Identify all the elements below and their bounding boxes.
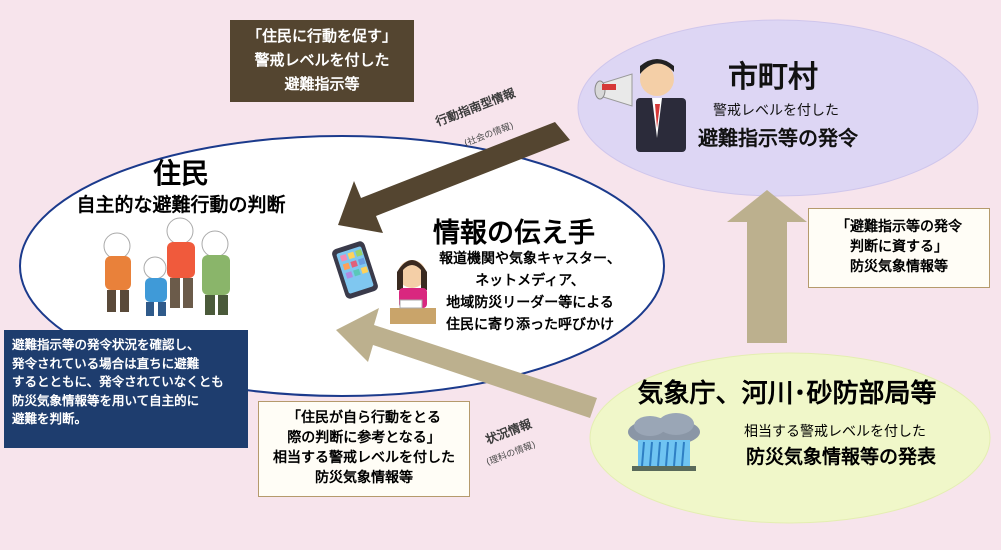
- dark-arrow: [338, 122, 570, 233]
- box-top-line-2: 警戒レベルを付した: [254, 51, 390, 69]
- box-bottom-line-2: 際の判断に参考となる」: [287, 430, 441, 446]
- box-blue-line-1: 避難指示等の発令状況を確認し、: [12, 337, 200, 352]
- box-top-line-3: 避難指示等: [284, 75, 360, 93]
- residents-title: 住民: [152, 157, 209, 190]
- residents-subtitle: 自主的な避難行動の判断: [76, 194, 286, 216]
- smartphone-icon: [332, 241, 378, 299]
- box-bottom-line-4: 防災気象情報等: [315, 470, 413, 486]
- conveyor-line-3: 地域防災リーダー等による: [446, 295, 614, 311]
- conveyor-line-4: 住民に寄り添った呼びかけ: [446, 317, 614, 333]
- light-arrow-lower: [336, 308, 597, 418]
- box-blue-line-2: 発令されている場合は直ちに避難: [12, 355, 200, 371]
- box-blue-line-5: 避難を判断。: [12, 411, 88, 427]
- box-right-line-2: 判断に資する」: [850, 239, 948, 255]
- conveyor-body: 報道機関や気象キャスター、 ネットメディア、 地域防災リーダー等による 住民に寄…: [402, 248, 658, 336]
- box-right-weather-info: 「避難指示等の発令 判断に資する」 防災気象情報等: [808, 208, 990, 288]
- box-blue-line-3: するとともに、発令されていなくとも: [12, 374, 224, 390]
- box-blue-line-4: 防災気象情報等を用いて自主的に: [12, 392, 200, 408]
- announcer-icon: [390, 260, 436, 324]
- box-bottom-line-1: 「住民が自ら行動をとる: [287, 410, 441, 426]
- conveyor-line-2: ネットメディア、: [475, 273, 585, 289]
- jma-title: 気象庁、河川･砂防部局等: [637, 379, 937, 409]
- box-bottom-line-3: 相当する警戒レベルを付した: [273, 450, 455, 466]
- conveyor-line-1: 報道機関や気象キャスター、: [439, 251, 621, 267]
- jma-subtitle: 相当する警戒レベルを付した: [744, 424, 926, 440]
- box-right-line-3: 防災気象情報等: [850, 259, 948, 275]
- box-top-evacuation-order: 「住民に行動を促す」 警戒レベルを付した 避難指示等: [230, 20, 414, 102]
- municipality-main: 避難指示等の発令: [698, 126, 858, 150]
- jma-ellipse: [589, 352, 991, 524]
- residents-group-icon: [103, 217, 230, 316]
- light-arrow-upward: [727, 190, 807, 343]
- box-blue-resident-action: 避難指示等の発令状況を確認し、 発令されている場合は直ちに避難 するとともに、発…: [4, 330, 248, 448]
- box-right-line-1: 「避難指示等の発令: [836, 219, 962, 235]
- conveyor-title: 情報の伝え手: [433, 218, 595, 249]
- box-top-line-1: 「住民に行動を促す」: [246, 27, 397, 45]
- box-bottom-weather-info: 「住民が自ら行動をとる 際の判断に参考となる」 相当する警戒レベルを付した 防災…: [258, 401, 470, 497]
- municipality-subtitle: 警戒レベルを付した: [713, 103, 839, 119]
- heavy-rain-cloud-icon: [628, 413, 700, 471]
- municipality-title: 市町村: [728, 60, 818, 95]
- jma-main: 防災気象情報等の発表: [745, 446, 936, 468]
- megaphone-official-icon: [594, 59, 686, 152]
